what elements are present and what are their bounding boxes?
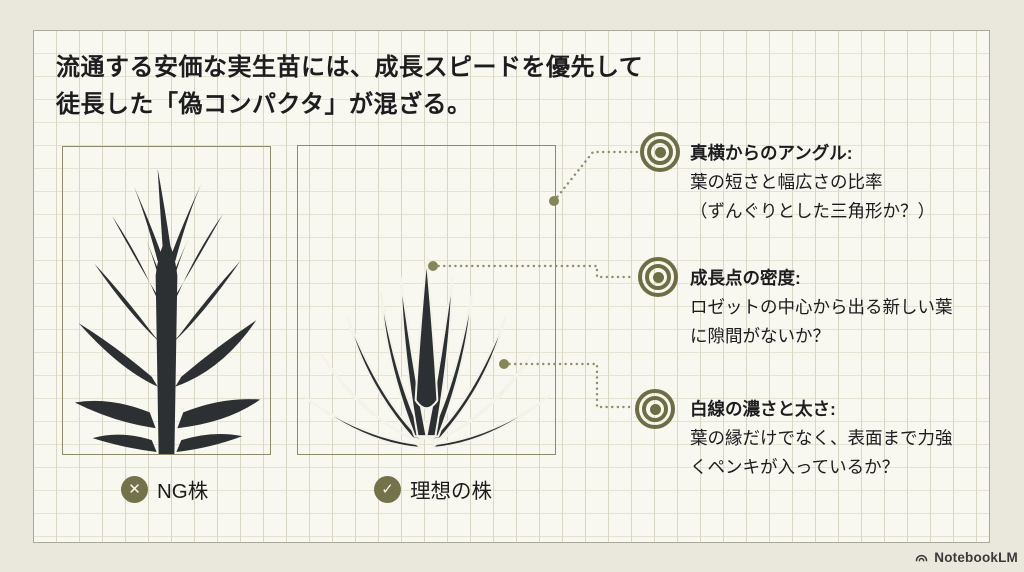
- target-bullseye-icon: [638, 257, 678, 297]
- title-line-1: 流通する安価な実生苗には、成長スピードを優先して: [56, 54, 644, 81]
- target-bullseye-icon: [635, 389, 675, 429]
- plant-box-ng: [62, 146, 271, 455]
- label-ng: ✕ NG株: [121, 474, 208, 504]
- title-line-2: 徒長した「偽コンパクタ」が混ざる。: [56, 91, 472, 118]
- annotation-heading: 白線の濃さと太さ:: [690, 399, 836, 419]
- ng-label-text: NG株: [157, 480, 209, 503]
- annotation-angle: 真横からのアングル: 葉の短さと幅広さの比率 （ずんぐりとした三角形か？）: [690, 139, 1010, 226]
- annotation-heading: 成長点の密度:: [690, 268, 801, 288]
- annotation-line: 葉の縁だけでなく、表面まで力強: [690, 428, 953, 448]
- cross-icon: ✕: [121, 475, 148, 503]
- plant-box-ideal: [297, 145, 556, 455]
- annotation-line: に隙間がないか？: [690, 326, 830, 346]
- page-title: 流通する安価な実生苗には、成長スピードを優先して 徒長した「偽コンパクタ」が混ざ…: [56, 49, 716, 123]
- brand-footer: NotebookLM: [914, 550, 1018, 565]
- label-ideal: ✓ 理想の株: [374, 474, 492, 504]
- check-icon: ✓: [374, 475, 401, 503]
- grid-panel: [33, 30, 990, 543]
- ideal-label-text: 理想の株: [410, 480, 492, 503]
- brand-name: NotebookLM: [934, 550, 1018, 565]
- target-bullseye-icon: [640, 132, 680, 172]
- ng-plant-silhouette: [74, 168, 261, 454]
- annotation-density: 成長点の密度: ロゼットの中心から出る新しい葉 に隙間がないか？: [690, 264, 1010, 351]
- annotation-white-lines: 白線の濃さと太さ: 葉の縁だけでなく、表面まで力強 くペンキが入っているか？: [690, 395, 1010, 482]
- annotation-heading: 真横からのアングル:: [690, 143, 853, 163]
- annotation-line: 葉の短さと幅広さの比率: [690, 172, 883, 192]
- annotation-line: くペンキが入っているか？: [690, 457, 900, 477]
- notebooklm-logo-icon: [916, 554, 928, 562]
- ideal-plant-silhouette: [302, 256, 551, 450]
- annotation-line: ロゼットの中心から出る新しい葉: [690, 297, 953, 317]
- annotation-line: （ずんぐりとした三角形か？）: [690, 201, 935, 221]
